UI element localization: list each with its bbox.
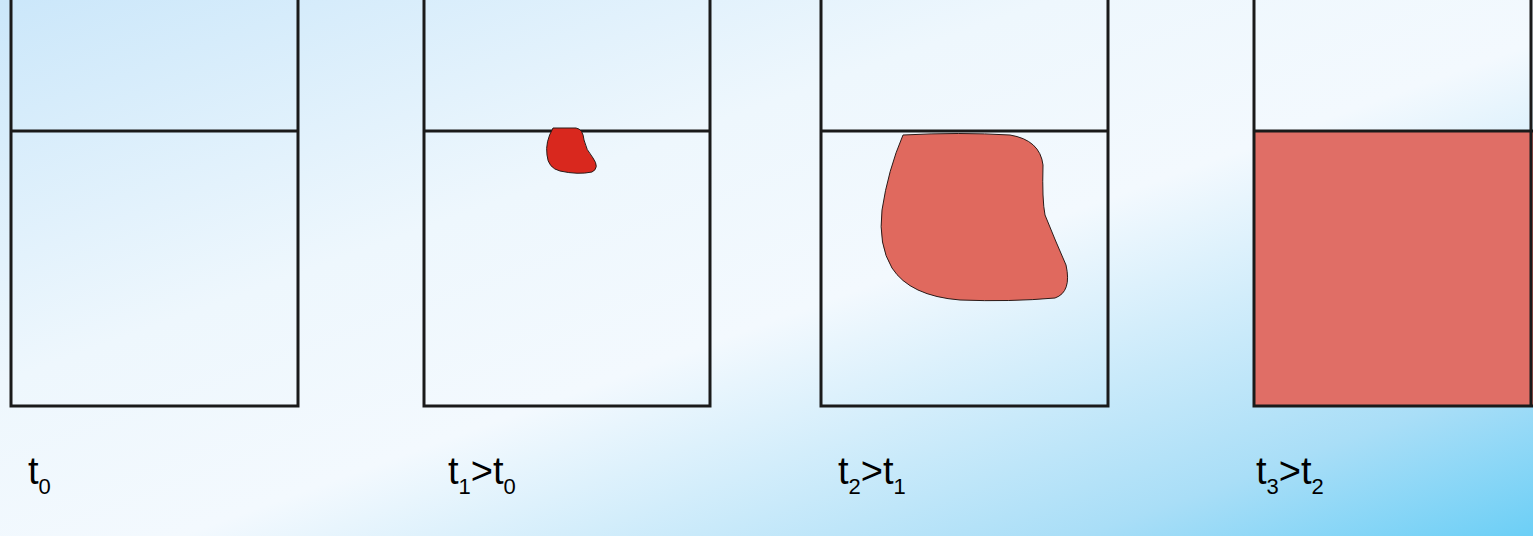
time-label: t3>t2 [1256, 452, 1324, 490]
beaker [424, 0, 710, 406]
time-label: t1>t0 [448, 452, 516, 490]
time-label: t0 [28, 452, 51, 490]
beaker [1254, 0, 1533, 406]
dye-drop [547, 128, 597, 173]
beaker [11, 0, 298, 406]
dye-cloud [881, 134, 1067, 301]
beaker [821, 0, 1108, 406]
time-label: t2>t1 [838, 452, 906, 490]
